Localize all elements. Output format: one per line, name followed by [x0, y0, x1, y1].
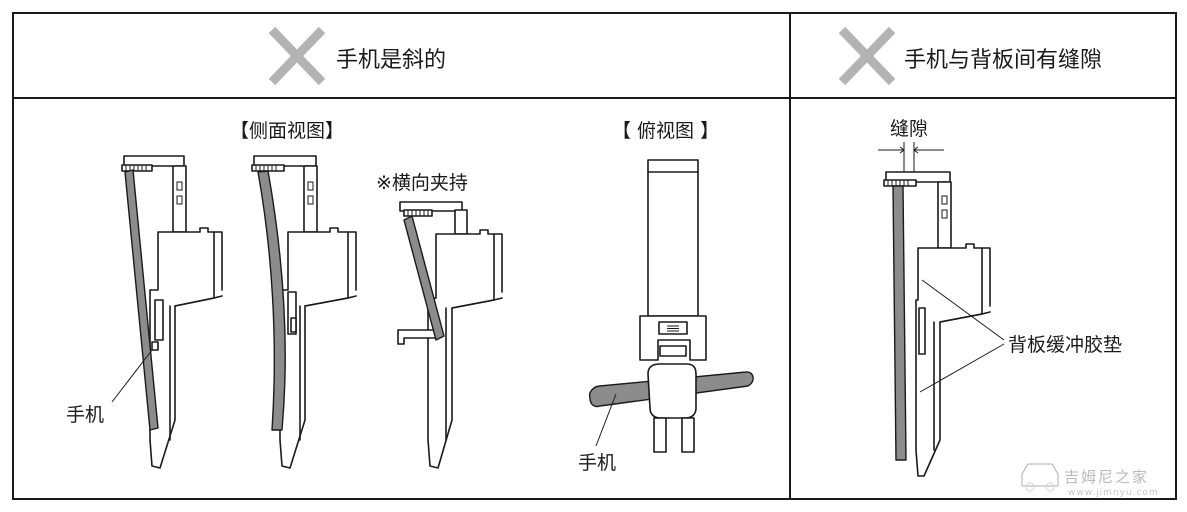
side-view-horizontal-clamp: [397, 201, 503, 469]
side-view-gap: [878, 142, 1005, 477]
label-side-view: 【侧面视图】: [230, 120, 345, 142]
watermark-car-icon: [1021, 463, 1059, 492]
x-mark-icon-right: [838, 26, 896, 86]
side-view-tilted-2: [251, 155, 357, 469]
label-phone-top: 手机: [578, 452, 617, 474]
x-mark-icon-left: [268, 26, 326, 86]
header-left: 手机是斜的: [336, 48, 447, 73]
label-top-view: 【 俯视图 】: [612, 120, 720, 142]
side-view-tilted-1: [111, 155, 223, 469]
label-phone-side: 手机: [66, 404, 105, 426]
header-right: 手机与背板间有缝隙: [904, 48, 1103, 73]
label-gap: 缝隙: [890, 118, 929, 140]
watermark-url: www.jimnyu.com: [1068, 488, 1159, 498]
table-frame: [12, 12, 1177, 500]
watermark-name: 吉姆尼之家: [1064, 468, 1150, 486]
label-cushion: 背板缓冲胶垫: [1008, 334, 1123, 356]
label-horizontal-clamp: ※横向夹持: [376, 172, 468, 194]
top-view: [588, 159, 754, 453]
